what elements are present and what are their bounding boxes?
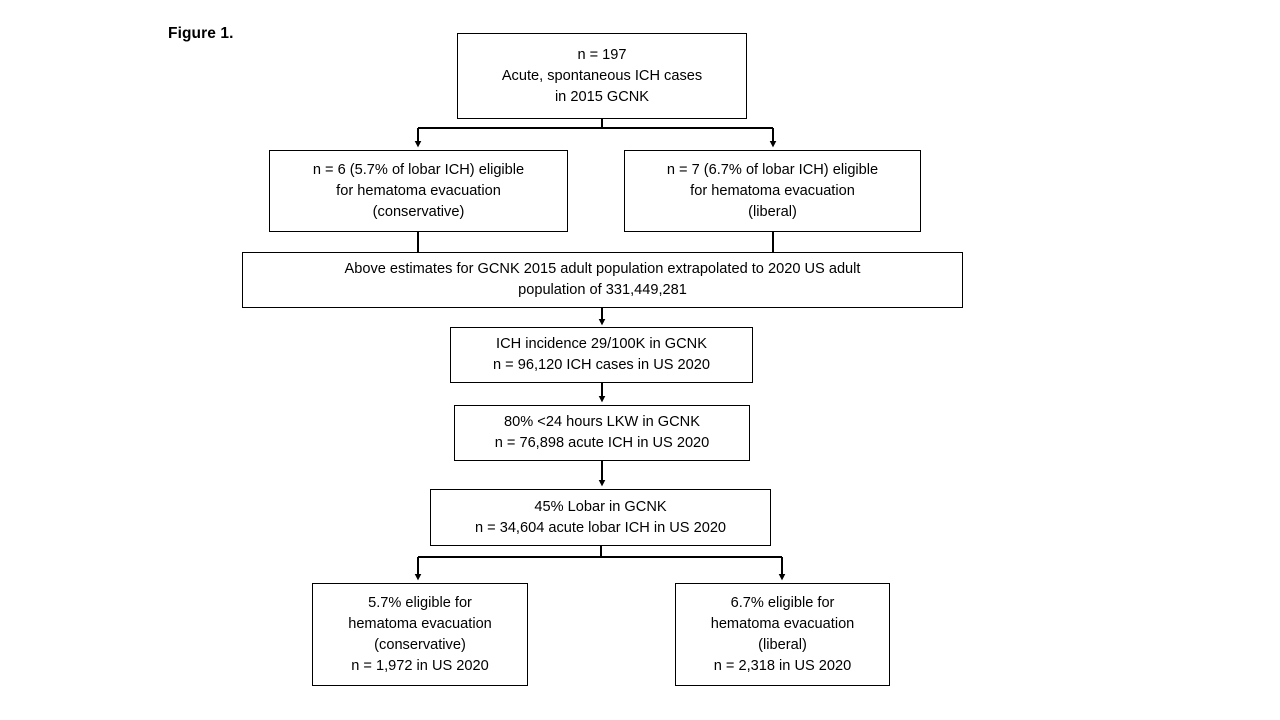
node-lkw-under-24-hours: 80% <24 hours LKW in GCNK n = 76,898 acu… — [454, 405, 750, 461]
node-conservative-eligible-gcnk: n = 6 (5.7% of lobar ICH) eligible for h… — [269, 150, 568, 232]
figure-label: Figure 1. — [168, 25, 234, 42]
node-total-ich-cases: n = 197 Acute, spontaneous ICH cases in … — [457, 33, 747, 119]
node-ich-incidence: ICH incidence 29/100K in GCNK n = 96,120… — [450, 327, 753, 383]
node-conservative-eligible-us: 5.7% eligible for hematoma evacuation (c… — [312, 583, 528, 686]
node-liberal-eligible-gcnk: n = 7 (6.7% of lobar ICH) eligible for h… — [624, 150, 921, 232]
node-extrapolation-to-us-population: Above estimates for GCNK 2015 adult popu… — [242, 252, 963, 308]
node-liberal-eligible-us: 6.7% eligible for hematoma evacuation (l… — [675, 583, 890, 686]
node-lobar-fraction: 45% Lobar in GCNK n = 34,604 acute lobar… — [430, 489, 771, 546]
